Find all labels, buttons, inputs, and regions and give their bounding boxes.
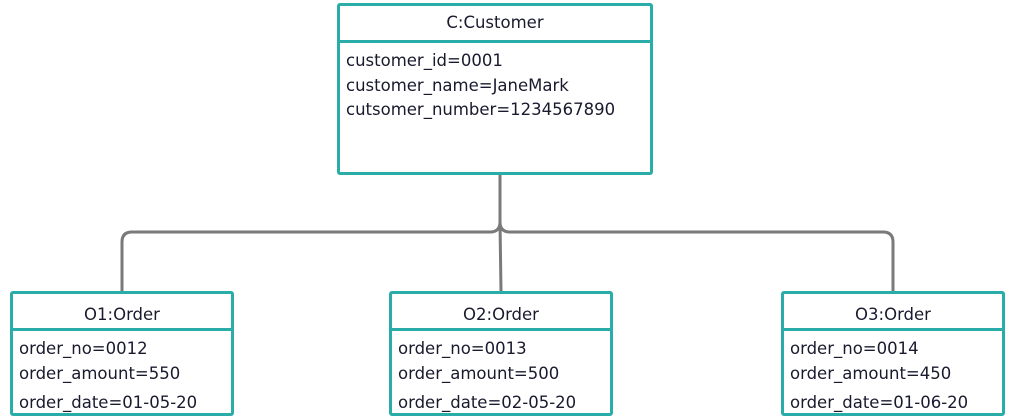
order-object-box-o2: O2:Order order_no=0013 order_amount=500 … bbox=[389, 291, 613, 416]
order-title: O3:Order bbox=[784, 294, 1002, 331]
customer-name-attribute: customer_name=JaneMark bbox=[346, 75, 569, 95]
customer-attributes: customer_id=0001 customer_name=JaneMark … bbox=[340, 43, 650, 123]
customer-id-attribute: customer_id=0001 bbox=[346, 51, 503, 70]
order-attributes: order_no=0012 order_amount=550 order_dat… bbox=[13, 331, 231, 415]
order-attributes: order_no=0013 order_amount=500 order_dat… bbox=[392, 331, 610, 415]
customer-number-attribute: cutsomer_number=1234567890 bbox=[346, 100, 616, 119]
customer-object-box: C:Customer customer_id=0001 customer_nam… bbox=[337, 3, 653, 175]
connector-trunk bbox=[489, 175, 502, 234]
order-no-attribute: order_no=0014 bbox=[790, 339, 919, 358]
order-object-box-o3: O3:Order order_no=0014 order_amount=450 … bbox=[781, 291, 1005, 416]
order-date-attribute: order_date=01-06-20 bbox=[790, 393, 969, 412]
order-no-attribute: order_no=0012 bbox=[19, 339, 148, 358]
order-date-attribute: order_date=02-05-20 bbox=[398, 393, 577, 412]
customer-title: C:Customer bbox=[340, 6, 650, 43]
order-amount-attribute: order_amount=450 bbox=[790, 364, 952, 383]
order-amount-attribute: order_amount=550 bbox=[19, 364, 181, 383]
order-amount-attribute: order_amount=500 bbox=[398, 364, 560, 383]
order-no-attribute: order_no=0013 bbox=[398, 339, 527, 358]
connector-to-o3 bbox=[498, 221, 895, 292]
order-title: O2:Order bbox=[392, 294, 610, 331]
connector-to-o1 bbox=[120, 230, 490, 292]
order-attributes: order_no=0014 order_amount=450 order_dat… bbox=[784, 331, 1002, 415]
connector-to-o2 bbox=[498, 221, 503, 293]
order-title: O1:Order bbox=[13, 294, 231, 331]
order-object-box-o1: O1:Order order_no=0012 order_amount=550 … bbox=[10, 291, 234, 416]
order-date-attribute: order_date=01-05-20 bbox=[19, 393, 198, 412]
